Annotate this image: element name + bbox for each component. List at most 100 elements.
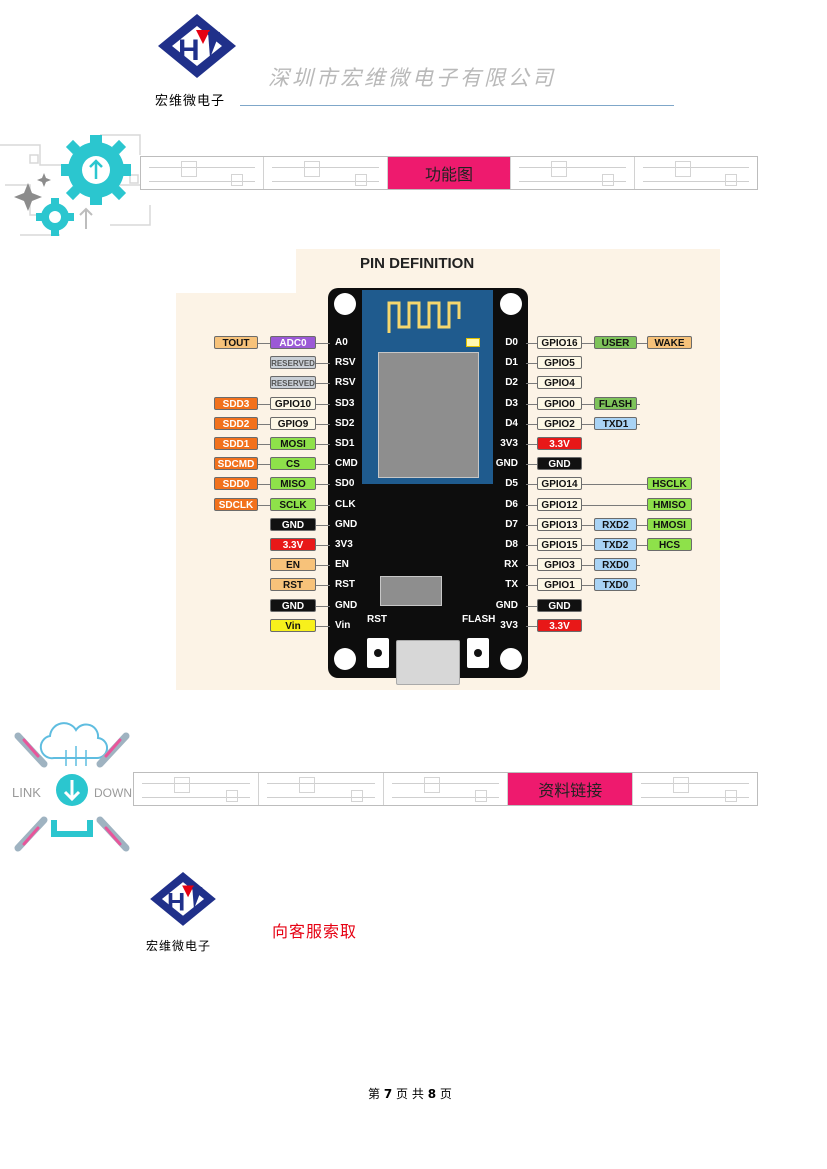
pin-name: SD1 (335, 438, 355, 449)
pin-function-label: SDCLK (214, 497, 258, 511)
pin-function-label: FLASH (594, 396, 637, 410)
pin-function-label: USER (594, 336, 637, 349)
pin-function-label: HSCLK (647, 477, 692, 491)
pin-function-label: GPIO13 (537, 517, 582, 531)
pin-function-label: GND (270, 517, 316, 531)
pin-function-label: GPIO14 (537, 477, 582, 491)
antenna-trace-icon (387, 301, 461, 333)
pin-name: Vin (335, 619, 351, 631)
pin-name: RSV (335, 377, 356, 389)
pin-name: D6 (505, 498, 518, 510)
pin-function-label: GND (537, 457, 582, 471)
footer-prefix: 第 (368, 1087, 381, 1101)
pin-name: GND (495, 458, 518, 470)
pin-function-label: SDD1 (214, 437, 258, 450)
mount-hole (334, 648, 356, 670)
pin-connector-line (526, 484, 692, 486)
pin-function-label: HMOSI (647, 517, 692, 531)
pin-function-label: GPIO9 (270, 416, 316, 430)
pin-function-label: MOSI (270, 437, 316, 450)
pin-function-label: EN (270, 558, 316, 572)
footer-mid: 页 共 (396, 1087, 424, 1101)
pin-function-label: TXD0 (594, 578, 637, 592)
mount-hole (500, 648, 522, 670)
pin-name: D4 (505, 417, 518, 429)
links-section-banner: 资料链接 (133, 772, 758, 806)
pin-function-label: RXD2 (594, 517, 637, 531)
pin-function-label: 3.3V (537, 618, 582, 632)
company-name: 深圳市宏维微电子有限公司 (268, 66, 556, 90)
pin-connector-line (526, 403, 640, 405)
pin-function-label: 3.3V (537, 437, 582, 450)
pin-diagram-title: PIN DEFINITION (360, 255, 475, 272)
pin-function-label: RST (270, 578, 316, 592)
footer-suffix: 页 (439, 1087, 452, 1101)
logo-caption: 宏维微电子 (155, 94, 226, 109)
pin-function-label: Vin (270, 618, 316, 632)
pin-function-label: ADC0 (270, 336, 316, 349)
pin-function-label: GPIO15 (537, 538, 582, 551)
flash-button[interactable] (467, 638, 489, 668)
pin-connector-line (526, 585, 640, 587)
total-page-number: 8 (427, 1087, 437, 1101)
pin-function-label: 3.3V (270, 538, 316, 551)
pin-connector-line (526, 423, 640, 425)
pin-function-label: GPIO16 (537, 336, 582, 349)
pin-name: TX (505, 579, 518, 591)
pin-function-label: SCLK (270, 497, 316, 511)
rst-button-label: RST (367, 614, 387, 625)
pin-function-label: GPIO3 (537, 558, 582, 572)
pin-name: RST (335, 579, 355, 591)
gear-icon (0, 134, 155, 236)
svg-text:DOWN: DOWN (94, 786, 132, 800)
pin-name: A0 (335, 337, 348, 348)
logo-caption-small: 宏维微电子 (146, 939, 212, 953)
pin-function-label: SDCMD (214, 457, 258, 471)
pin-function-label: MISO (270, 477, 316, 491)
diagram-corner-patch (176, 249, 296, 293)
pin-connector-line (526, 504, 692, 506)
mount-hole (334, 293, 356, 315)
pin-name: RX (504, 559, 518, 571)
usb-uart-chip (380, 576, 442, 606)
function-section-title: 功能图 (425, 165, 474, 184)
pin-connector-line (526, 565, 640, 567)
pin-function-label: WAKE (647, 336, 692, 349)
pin-name: 3V3 (500, 619, 518, 631)
pin-name: 3V3 (500, 438, 518, 449)
pin-function-label: GPIO0 (537, 396, 582, 410)
pin-function-label: GPIO5 (537, 356, 582, 370)
pin-name: SD2 (335, 417, 355, 429)
pin-name: D1 (505, 357, 518, 369)
esp-chip-can (378, 352, 479, 478)
pin-function-label: CS (270, 457, 316, 471)
function-section-banner: 功能图 (140, 156, 758, 190)
company-logo-small: H (150, 872, 216, 926)
pin-name: D2 (505, 377, 518, 389)
pin-name: EN (335, 559, 349, 571)
pin-function-label: GPIO10 (270, 396, 316, 410)
pin-function-label: HCS (647, 538, 692, 551)
contact-service-text: 向客服索取 (272, 922, 358, 941)
pin-function-label: TOUT (214, 336, 258, 349)
status-led (466, 338, 480, 347)
page-footer: 第 7 页 共 8 页 (368, 1085, 452, 1102)
pin-name: D3 (505, 397, 518, 409)
pin-function-label: SDD0 (214, 477, 258, 491)
pin-function-label: TXD2 (594, 538, 637, 551)
current-page-number: 7 (383, 1087, 393, 1101)
pin-function-label: GPIO1 (537, 578, 582, 592)
pin-function-label: GPIO4 (537, 376, 582, 390)
links-section-title: 资料链接 (538, 781, 603, 800)
pin-name: 3V3 (335, 539, 353, 550)
svg-text:LINK: LINK (12, 785, 41, 800)
pin-function-label: GPIO2 (537, 416, 582, 430)
pin-name: RSV (335, 357, 356, 369)
rst-button[interactable] (367, 638, 389, 668)
pin-function-label: GND (270, 598, 316, 612)
pin-function-label: SDD2 (214, 416, 258, 430)
company-logo: H (158, 14, 236, 78)
pin-function-label: GND (537, 598, 582, 612)
mount-hole (500, 293, 522, 315)
pin-name: GND (495, 599, 518, 611)
